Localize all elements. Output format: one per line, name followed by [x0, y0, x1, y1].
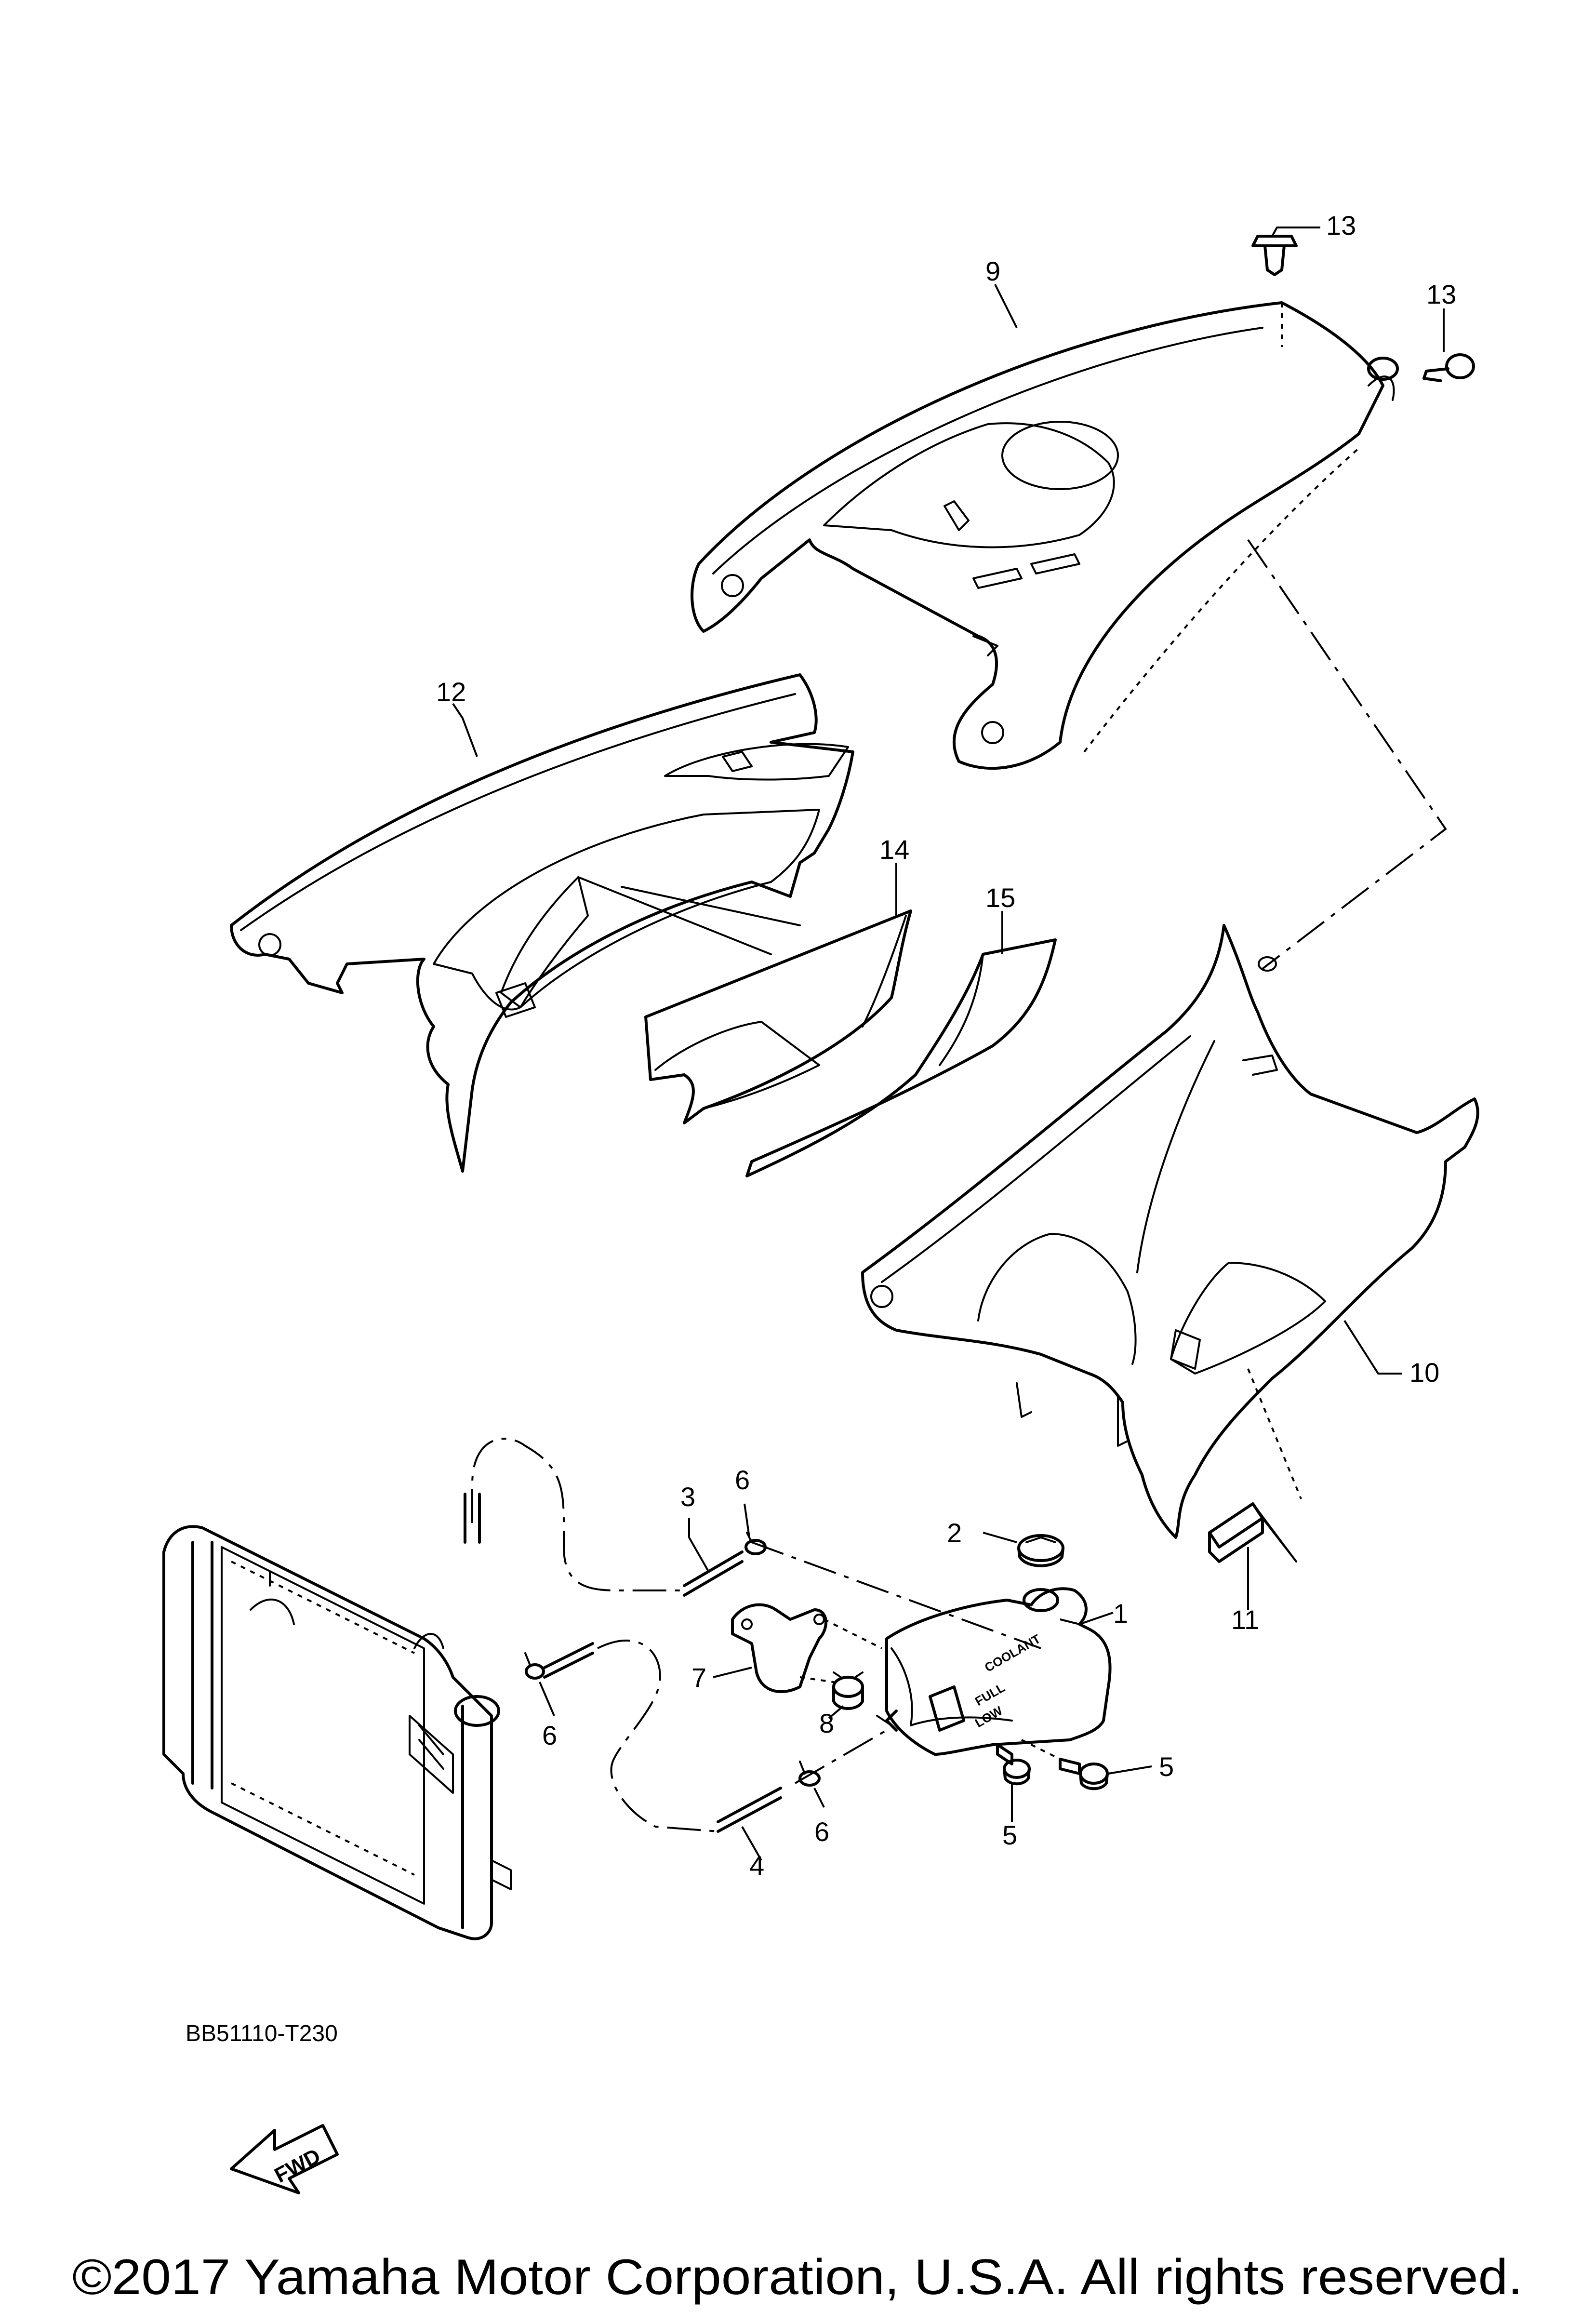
part-5-bolt-lower [996, 1743, 1031, 1786]
part-10-side-cover [861, 924, 1479, 1539]
callout-6: 6 [735, 1465, 750, 1495]
callout-12: 12 [436, 677, 466, 707]
radiator [162, 1525, 512, 1940]
part-3-hose [464, 1438, 1041, 1649]
callout-2: 2 [947, 1518, 962, 1548]
callout-6: 6 [542, 1720, 557, 1750]
part-13-clip-top [1251, 235, 1298, 276]
copyright-notice: ©2017 Yamaha Motor Corporation, U.S.A. A… [72, 2249, 1523, 2305]
callout-5: 5 [1002, 1820, 1017, 1850]
part-12-side-cover [230, 673, 854, 1173]
callout-3: 3 [680, 1482, 695, 1512]
callout-4: 4 [749, 1850, 764, 1881]
part-7-bracket [731, 1603, 882, 1693]
fwd-arrow: FWD [230, 2124, 339, 2194]
part-11-pad [1208, 1502, 1297, 1563]
leader-lines [452, 227, 1445, 1861]
part-4-hose [543, 1639, 888, 1833]
callout-11: 11 [1231, 1604, 1259, 1635]
tank-low-label: LOW [972, 1703, 1005, 1731]
callout-8: 8 [819, 1708, 834, 1738]
part-6-clamp-bottom [798, 1761, 821, 1787]
part-1-coolant-tank: COOLANT FULL LOW [876, 1587, 1112, 1756]
part-13-clip-side [1422, 353, 1475, 382]
callout-7: 7 [691, 1662, 706, 1693]
callout-5: 5 [1159, 1751, 1174, 1782]
callout-6: 6 [814, 1816, 829, 1847]
callout-13: 13 [1426, 279, 1456, 309]
fwd-label: FWD [271, 2144, 324, 2188]
part-6-clamp-left [524, 1652, 545, 1680]
part-2-cap [1017, 1534, 1064, 1567]
part-9-fender-cover [691, 301, 1399, 770]
tank-full-label: FULL [972, 1680, 1008, 1709]
drawing-code: BB51110-T230 [186, 2021, 338, 2046]
part-8-bolt [832, 1671, 864, 1710]
callout-numbers: 13 13 9 12 14 15 10 11 1 2 3 6 6 6 7 8 4… [436, 210, 1456, 1881]
callout-13: 13 [1326, 210, 1356, 240]
part-15-strip [745, 938, 1057, 1177]
tank-coolant-label: COOLANT [982, 1631, 1043, 1675]
guide-line-9-10 [1247, 539, 1447, 970]
callout-10: 10 [1409, 1357, 1439, 1388]
callout-14: 14 [879, 834, 909, 865]
callout-1: 1 [1113, 1598, 1128, 1629]
callout-9: 9 [985, 256, 1000, 286]
guide-line-tank-bolt [1021, 1739, 1061, 1760]
part-14-inner-panel [644, 909, 912, 1124]
callout-15: 15 [985, 882, 1015, 913]
part-5-bolt-right [1059, 1758, 1109, 1790]
